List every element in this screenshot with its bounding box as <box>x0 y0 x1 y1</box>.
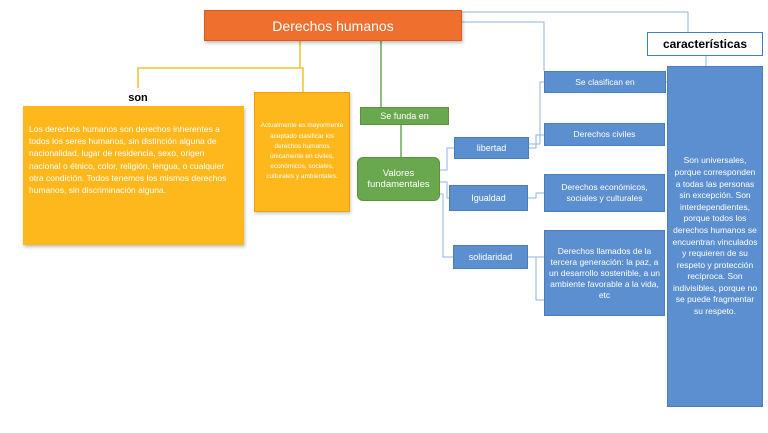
solidaridad-node: solidaridad <box>453 245 528 269</box>
connector-valores-libertad <box>440 147 454 171</box>
derechos-economicos-node: Derechos económicos, sociales y cultural… <box>544 174 665 212</box>
connector-title-actualmente <box>300 67 304 92</box>
connector-valores-solidaridad <box>440 193 453 258</box>
caracteristicas-label: características <box>647 32 763 56</box>
derechos-civiles-node: Derechos civiles <box>544 123 665 146</box>
tercera-generacion-node: Derechos llamados de la tercera generaci… <box>544 230 665 316</box>
libertad-node: libertad <box>454 137 529 159</box>
se-clasifican-node: Se clasifican en <box>544 71 666 93</box>
connector-title-clasifican <box>462 21 545 71</box>
connector-valores-igualdad <box>440 181 449 199</box>
connector-title-son <box>137 41 301 88</box>
connector-igualdad-economicos <box>528 192 544 199</box>
valores-fundamentales-node: Valores fundamentales <box>357 157 440 201</box>
connector-libertad-clasifican <box>529 81 544 145</box>
caracteristicas-text-node: Son universales, porque corresponden a t… <box>667 66 763 407</box>
connector-title-caracteristicas <box>462 11 689 32</box>
igualdad-node: Igualdad <box>449 185 528 211</box>
connector-bottom-branch <box>535 257 544 301</box>
se-funda-en-node: Se funda en <box>360 107 449 125</box>
son-label: son <box>128 92 148 104</box>
classification-note-node: Actualmente es mayormente aceptado clasi… <box>254 92 350 212</box>
title-node: Derechos humanos <box>204 10 462 41</box>
definition-node: Los derechos humanos son derechos inhere… <box>23 106 244 245</box>
connector-libertad-civiles <box>529 134 544 149</box>
